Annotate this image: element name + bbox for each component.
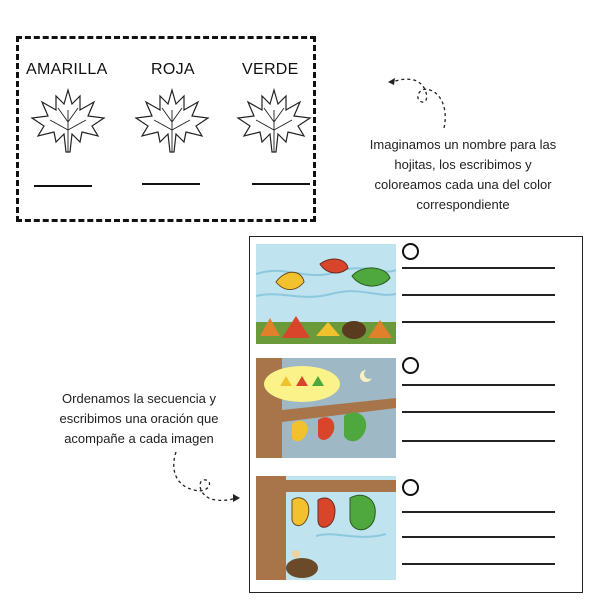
leaf-label-verde: VERDE <box>242 61 299 78</box>
name-blank-2[interactable] <box>142 183 200 185</box>
name-blank-1[interactable] <box>34 185 92 187</box>
leaf-label-roja: ROJA <box>151 61 195 78</box>
scene-image-1 <box>256 244 396 344</box>
writing-line-3b[interactable] <box>402 536 555 538</box>
name-blank-3[interactable] <box>252 183 310 185</box>
writing-line-2c[interactable] <box>402 440 555 442</box>
writing-line-2a[interactable] <box>402 384 555 386</box>
naming-instruction: Imaginamos un nombre para las hojitas, l… <box>369 137 557 212</box>
maple-leaf-outline-2 <box>134 87 210 153</box>
maple-leaf-outline-1 <box>30 87 106 153</box>
scene-image-2 <box>256 358 396 458</box>
sequence-instruction: Ordenamos la secuencia y escribimos una … <box>59 391 219 446</box>
writing-line-1b[interactable] <box>402 294 555 296</box>
writing-line-1a[interactable] <box>402 267 555 269</box>
leaf-naming-box <box>16 36 316 222</box>
leaf-label-amarilla: AMARILLA <box>26 61 108 78</box>
order-circle-3[interactable] <box>402 479 419 496</box>
dashed-arrow-icon <box>388 78 446 129</box>
dashed-arrow-icon-2 <box>173 451 240 502</box>
order-circle-1[interactable] <box>402 243 419 260</box>
writing-line-3a[interactable] <box>402 511 555 513</box>
sequence-worksheet <box>249 236 583 593</box>
writing-line-1c[interactable] <box>402 321 555 323</box>
maple-leaf-outline-3 <box>236 87 312 153</box>
writing-line-2b[interactable] <box>402 411 555 413</box>
scene-image-3 <box>256 476 396 580</box>
order-circle-2[interactable] <box>402 357 419 374</box>
writing-line-3c[interactable] <box>402 563 555 565</box>
